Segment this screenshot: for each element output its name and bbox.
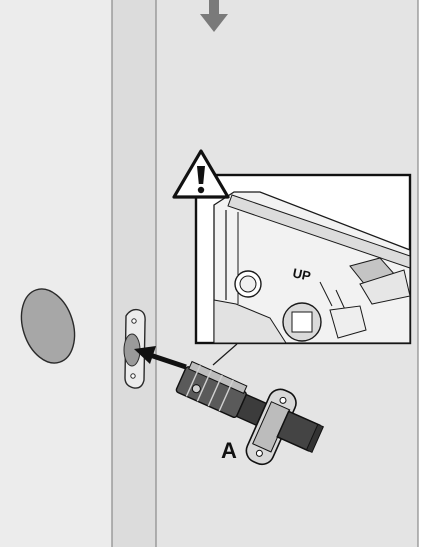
part-label-a: A <box>221 438 237 463</box>
arrow-left-icon <box>134 346 187 370</box>
door-face <box>0 0 112 547</box>
face-bore-hole <box>20 288 76 364</box>
warning-triangle-icon <box>172 149 230 199</box>
inset-up-label: UP <box>291 265 312 283</box>
latch-assembly <box>175 360 325 466</box>
callout-line <box>212 343 238 366</box>
inset-latch-housing <box>213 191 411 344</box>
arrow-down-icon <box>200 0 228 32</box>
door-edge-strip <box>112 0 156 547</box>
detail-inset: UP <box>194 173 412 345</box>
